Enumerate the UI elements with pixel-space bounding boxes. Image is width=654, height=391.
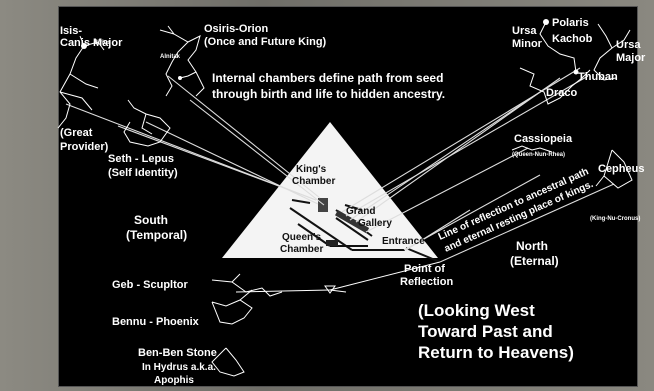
svg-text:South: South	[134, 213, 168, 227]
svg-text:Point of: Point of	[404, 263, 445, 275]
svg-text:Reflection: Reflection	[400, 276, 453, 288]
svg-text:Canis Major: Canis Major	[60, 37, 123, 49]
svg-text:Queen's: Queen's	[282, 232, 321, 243]
svg-text:(Temporal): (Temporal)	[126, 228, 187, 242]
svg-text:Sirius: Sirius	[94, 40, 111, 46]
svg-text:through birth and life to hidd: through birth and life to hidden ancestr…	[212, 87, 445, 101]
svg-text:(Self Identity): (Self Identity)	[108, 167, 178, 179]
polaris-star	[543, 19, 549, 25]
svg-text:Cepheus: Cepheus	[598, 163, 644, 175]
svg-text:Chamber: Chamber	[280, 244, 323, 255]
svg-text:(Once and Future King): (Once and Future King)	[204, 36, 327, 48]
svg-text:Toward Past and: Toward Past and	[418, 322, 553, 341]
svg-text:Geb - Scupltor: Geb - Scupltor	[112, 279, 189, 291]
sculptor-constellation	[212, 274, 282, 296]
svg-text:King's: King's	[296, 164, 327, 175]
svg-text:Draco: Draco	[546, 87, 577, 99]
svg-text:Alnitak: Alnitak	[160, 54, 181, 60]
svg-text:Apophis: Apophis	[154, 375, 194, 386]
svg-text:North: North	[516, 239, 548, 253]
svg-text:Bennu - Phoenix: Bennu - Phoenix	[112, 316, 200, 328]
ursa-minor-constellation	[540, 22, 576, 72]
svg-text:(Eternal): (Eternal)	[510, 254, 559, 268]
svg-text:In Hydrus a.k.a.: In Hydrus a.k.a.	[142, 362, 216, 373]
svg-text:Grand: Grand	[346, 206, 375, 217]
svg-text:Cassiopeia: Cassiopeia	[514, 133, 573, 145]
orion-constellation	[160, 26, 204, 96]
svg-text:Return to Heavens): Return to Heavens)	[418, 343, 574, 362]
svg-text:Thuban: Thuban	[578, 71, 618, 83]
svg-text:Seth - Lepus: Seth - Lepus	[108, 153, 174, 165]
svg-text:(Queen-Nun-Rhea): (Queen-Nun-Rhea)	[512, 152, 565, 158]
svg-text:Minor: Minor	[512, 38, 543, 50]
svg-text:Entrance: Entrance	[382, 236, 425, 247]
svg-text:Gallery: Gallery	[358, 218, 392, 229]
queens-chamber-block	[326, 240, 338, 246]
kings-chamber-block	[318, 198, 328, 212]
canis-major-constellation	[58, 36, 104, 128]
phoenix-constellation	[212, 290, 252, 324]
svg-text:Ursa: Ursa	[512, 25, 537, 37]
svg-text:(Looking West: (Looking West	[418, 301, 535, 320]
svg-text:Ursa: Ursa	[616, 39, 641, 51]
alnitak-star	[178, 76, 182, 80]
svg-text:Ben-Ben Stone: Ben-Ben Stone	[138, 347, 217, 359]
svg-text:Polaris: Polaris	[552, 17, 589, 29]
svg-text:Major: Major	[616, 52, 646, 64]
svg-text:Provider): Provider)	[60, 141, 109, 153]
svg-text:(King-Nu-Cronus): (King-Nu-Cronus)	[590, 216, 640, 222]
svg-text:Kachob: Kachob	[552, 33, 593, 45]
svg-text:Chamber: Chamber	[292, 176, 335, 187]
svg-text:Osiris-Orion: Osiris-Orion	[204, 23, 268, 35]
svg-text:Isis-: Isis-	[60, 25, 82, 37]
svg-text:Internal chambers define path: Internal chambers define path from seed	[212, 71, 443, 85]
svg-text:(Great: (Great	[60, 127, 93, 139]
